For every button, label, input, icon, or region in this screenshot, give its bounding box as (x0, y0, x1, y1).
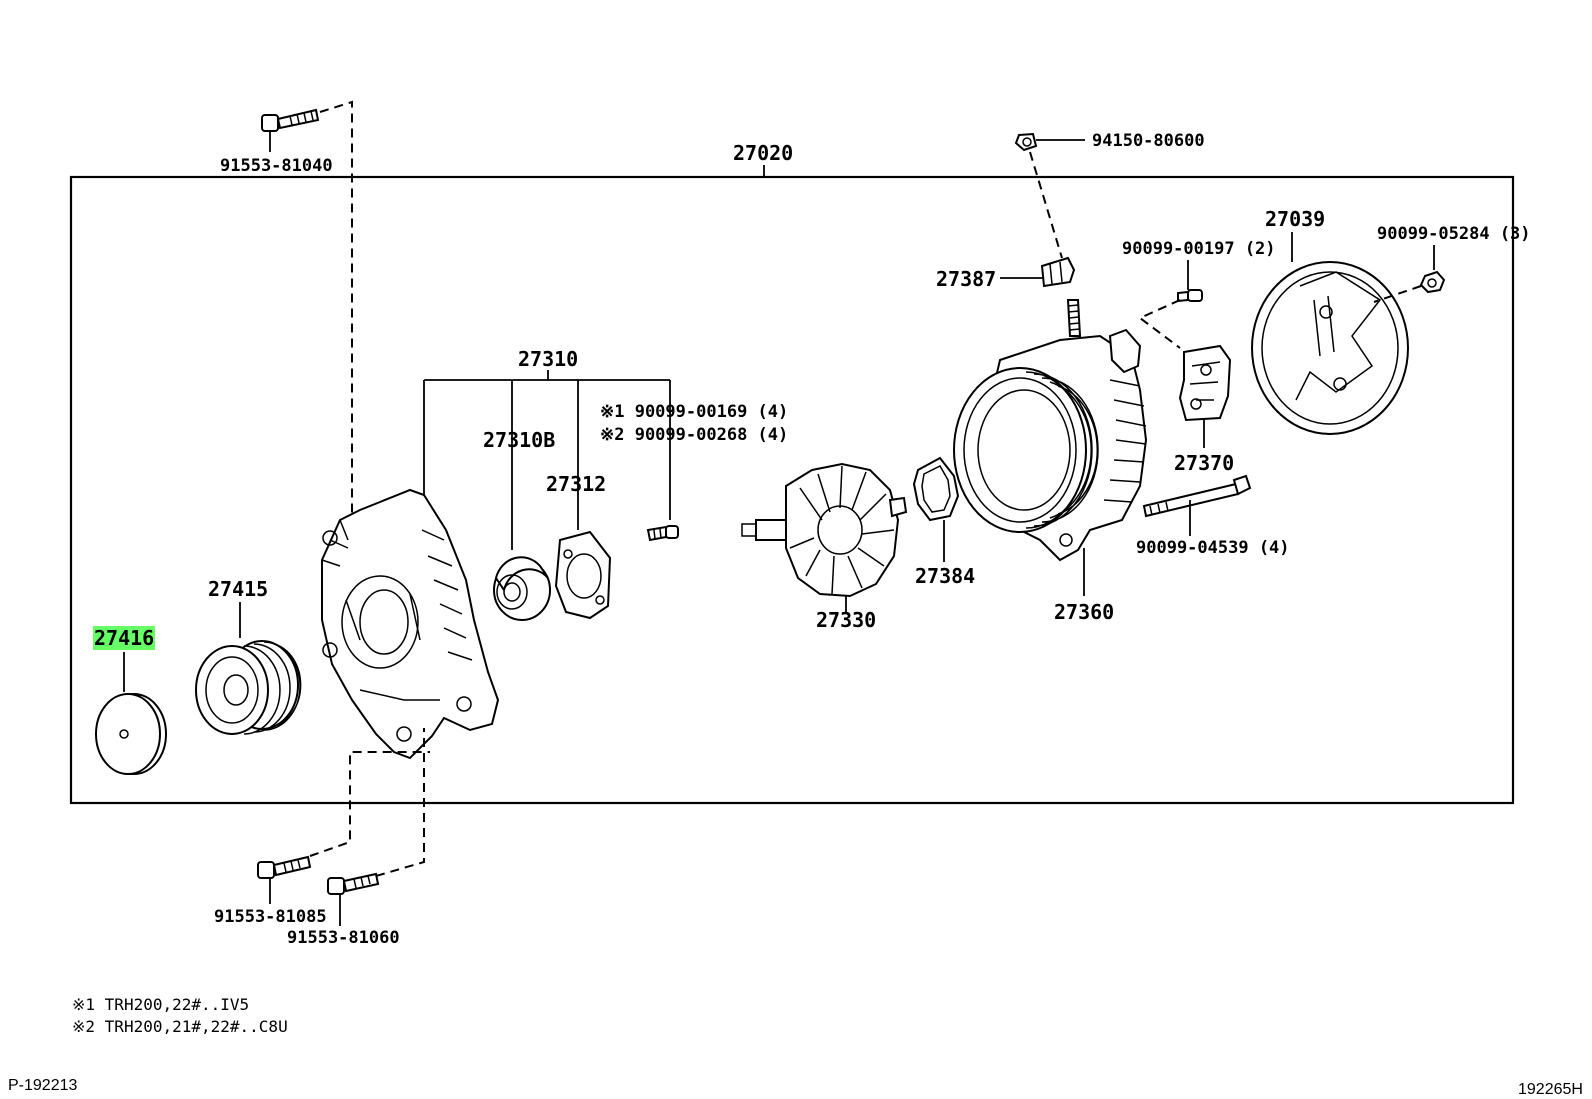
screw-90099-00197[interactable] (1177, 289, 1203, 303)
assembly-frame (69, 175, 1515, 805)
pulley-27415[interactable] (195, 640, 302, 735)
label-27312[interactable]: 27312 (546, 472, 606, 496)
footnote-1: ※1 TRH200,22#..IV5 (72, 995, 249, 1014)
label-27310[interactable]: 27310 (518, 347, 578, 371)
label-27415[interactable]: 27415 (208, 577, 268, 601)
label-90099-05284[interactable]: 90099-05284 (3) (1377, 224, 1531, 244)
regulator-27370[interactable] (1178, 344, 1232, 422)
rear-cover-27039[interactable] (1251, 261, 1409, 435)
rotor-27330[interactable] (741, 462, 908, 598)
label-27360[interactable]: 27360 (1054, 600, 1114, 624)
bolt-91553-81060[interactable] (327, 872, 380, 895)
bolt-90099-04539[interactable] (1142, 474, 1252, 518)
cap-27416[interactable] (95, 693, 167, 775)
label-94150-80600[interactable]: 94150-80600 (1092, 131, 1205, 151)
page-ref-left: P-192213 (8, 1077, 77, 1094)
label-91553-81085[interactable]: 91553-81085 (214, 907, 327, 927)
label-90099-00268[interactable]: ※2 90099-00268 (4) (600, 425, 788, 445)
label-27416-highlight (93, 626, 155, 650)
label-90099-00169[interactable]: ※1 90099-00169 (4) (600, 402, 788, 422)
label-91553-81060[interactable]: 91553-81060 (287, 928, 400, 948)
label-90099-00197[interactable]: 90099-00197 (2) (1122, 239, 1276, 259)
screw-90099-00169[interactable] (646, 525, 679, 542)
bolt-91553-81040[interactable] (261, 108, 320, 132)
rear-frame-27360[interactable] (953, 328, 1148, 562)
page-ref-right: 192265H (1518, 1081, 1583, 1098)
label-27416[interactable]: 27416 (94, 626, 154, 650)
clip-94150-80600[interactable] (1014, 132, 1038, 152)
label-27039[interactable]: 27039 (1265, 207, 1325, 231)
bolt-91553-81085[interactable] (257, 855, 312, 879)
retainer-27312[interactable] (554, 530, 612, 620)
label-27370[interactable]: 27370 (1174, 451, 1234, 475)
label-90099-04539[interactable]: 90099-04539 (4) (1136, 538, 1290, 558)
footnote-2: ※2 TRH200,21#,22#..C8U (72, 1017, 288, 1036)
nut-90099-05284[interactable] (1419, 270, 1446, 294)
label-27310b[interactable]: 27310B (483, 428, 555, 452)
drive-end-frame-27310[interactable] (321, 488, 500, 760)
insulator-27384[interactable] (912, 456, 960, 522)
label-27384[interactable]: 27384 (915, 564, 975, 588)
label-27020[interactable]: 27020 (733, 141, 793, 165)
insulator-27387[interactable] (1040, 256, 1076, 288)
label-27330[interactable]: 27330 (816, 608, 876, 632)
label-91553-81040[interactable]: 91553-81040 (220, 156, 333, 176)
bearing-27310b[interactable] (493, 556, 551, 621)
label-27387[interactable]: 27387 (936, 267, 996, 291)
